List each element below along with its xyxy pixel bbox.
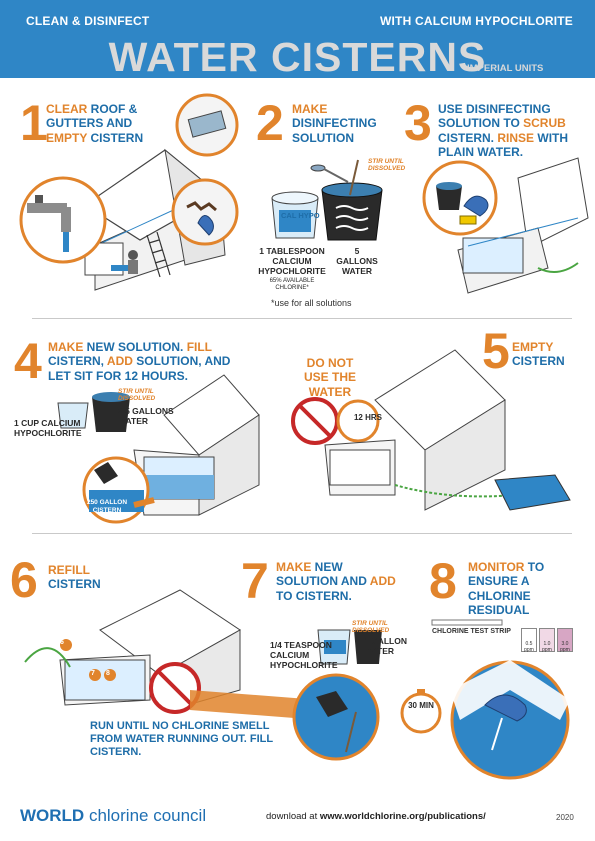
step-text-part: TO CISTERN.	[276, 588, 352, 603]
step-1-illustration	[19, 93, 239, 291]
step-7-water: 1 GALLON WATER	[364, 636, 407, 657]
step-2-amount: 1 TABLESPOON CALCIUM HYPOCHLORITE	[258, 246, 326, 277]
step-3-illustration	[422, 157, 589, 294]
step-text-7: MAKE NEW SOLUTION AND ADD TO CISTERN.	[276, 560, 406, 603]
step-text-part: CISTERN,	[48, 354, 107, 369]
step-2-water: 5 GALLONS WATER	[336, 246, 378, 277]
step-text-part: MAKE	[48, 340, 84, 354]
step-7-ingredients	[317, 629, 382, 665]
badge-step-8: 8	[106, 670, 110, 677]
warning-icons	[291, 397, 380, 445]
download-text: download at www.worldchlorine.org/public…	[266, 811, 486, 822]
step-number-6: 6	[10, 552, 38, 608]
page-title: WATER CISTERNS	[108, 34, 487, 80]
step-text-2: MAKE DISINFECTING SOLUTION	[292, 102, 402, 145]
step-7-timer: 30 MIN	[408, 701, 434, 710]
step-text-part: RINSE	[497, 130, 535, 145]
step-number-5: 5	[482, 323, 510, 379]
step-4-illustration	[57, 374, 260, 524]
step-text-part: CISTERN	[87, 130, 144, 145]
world-chlorine-council-logo: WORLD chlorine council	[20, 806, 207, 825]
step-7-illustration	[292, 673, 380, 761]
badge-step-6: 6	[60, 639, 64, 646]
divider-2	[32, 533, 572, 534]
download-link[interactable]: www.worldchlorine.org/publications/	[319, 811, 486, 822]
step-text-5: EMPTY CISTERN	[512, 340, 582, 369]
step-4-cistern-label: 250 GALLON CISTERN	[86, 499, 128, 514]
step-text-part: MAKE	[292, 102, 328, 116]
step-8-illustration	[450, 660, 570, 780]
step-4-amount: 1 CUP CALCIUM HYPOCHLORITE	[14, 418, 82, 439]
step-4-timer: 12 HRS	[353, 413, 382, 422]
step-5-illustration	[324, 349, 571, 511]
step-number-2: 2	[256, 95, 284, 151]
step-text-part: CISTERN	[48, 577, 101, 592]
step-number-1: 1	[20, 95, 48, 151]
step-text-part: CISTERN	[512, 354, 565, 369]
step-7-stir-note: STIR UNTIL DISSOLVED	[352, 620, 390, 635]
step-text-part: TO ENSURE A CHLORINE RESIDUAL	[468, 560, 545, 618]
year-label: 2020	[556, 813, 574, 822]
step-4-water: 2.5 GALLONS WATER	[118, 406, 174, 427]
step-text-part: CISTERN.	[438, 130, 498, 145]
step-text-part: NEW SOLUTION.	[83, 340, 187, 354]
step-text-part: SOLUTION, AND LET SIT FOR 12 HOURS.	[48, 354, 231, 383]
step-4-stir-note: STIR UNTIL DISSOLVED	[118, 388, 156, 403]
step-text-part: SCRUB	[523, 116, 566, 131]
step-text-part: EMPTY	[46, 130, 88, 145]
step-text-part: REFILL	[48, 563, 90, 577]
step-2-stir-note: STIR UNTIL DISSOLVED	[368, 158, 406, 173]
step-text-1: CLEAR ROOF & GUTTERS AND EMPTY CISTERN	[46, 102, 166, 145]
badge-step-7: 7	[91, 670, 95, 677]
step-text-part: NEW SOLUTION AND	[276, 560, 370, 589]
step-text-part: MONITOR	[468, 560, 525, 574]
step-text-part: MAKE	[276, 560, 312, 574]
step-text-part: EMPTY	[512, 340, 554, 354]
step-text-part: USE DISINFECTING SOLUTION TO	[438, 102, 551, 131]
step-2-cal-hypo-label: CAL HYPO	[281, 211, 320, 220]
step-text-4: MAKE NEW SOLUTION. FILL CISTERN, ADD SOL…	[48, 340, 248, 383]
divider-1	[32, 318, 572, 319]
step-text-3: USE DISINFECTING SOLUTION TO SCRUB CISTE…	[438, 102, 588, 160]
step-text-part: DISINFECTING SOLUTION	[292, 116, 377, 145]
timer-icon	[400, 689, 442, 734]
step-text-8: MONITOR TO ENSURE A CHLORINE RESIDUAL	[468, 560, 583, 618]
step-number-8: 8	[429, 553, 457, 609]
units-label: IMPERIAL UNITS	[467, 63, 544, 74]
test-strip-label: CHLORINE TEST STRIP	[432, 628, 511, 635]
warning-do-not-use: DO NOT USE THE WATER	[303, 356, 356, 399]
step-6-instruction: RUN UNTIL NO CHLORINE SMELL FROM WATER R…	[90, 720, 273, 759]
step-2-footnote: *use for all solutions	[271, 298, 352, 308]
step-2-available: 65% AVAILABLE CHLORINE*	[269, 278, 315, 292]
step-text-part: ADD	[106, 354, 133, 369]
test-strip	[431, 619, 503, 626]
header-left-text: CLEAN & DISINFECT	[26, 14, 150, 28]
step-text-part: CLEAR	[46, 102, 88, 116]
step-number-3: 3	[404, 95, 432, 151]
step-text-part: WITH PLAIN WATER.	[438, 130, 569, 160]
step-7-amount: 1/4 TEASPOON CALCIUM HYPOCHLORITE	[270, 640, 338, 671]
step-text-part: ROOF & GUTTERS AND	[46, 102, 138, 131]
step-text-part: ADD	[369, 574, 396, 589]
step-text-6: REFILL CISTERN	[48, 563, 138, 592]
header-banner: CLEAN & DISINFECT WITH CALCIUM HYPOCHLOR…	[0, 0, 595, 80]
step-number-7: 7	[241, 553, 269, 609]
step-text-part: FILL	[186, 340, 212, 354]
step-6-illustration	[24, 589, 320, 720]
step-2-illustration	[271, 159, 383, 241]
header-right-text: WITH CALCIUM HYPOCHLORITE	[380, 14, 573, 28]
step-number-4: 4	[14, 333, 42, 389]
